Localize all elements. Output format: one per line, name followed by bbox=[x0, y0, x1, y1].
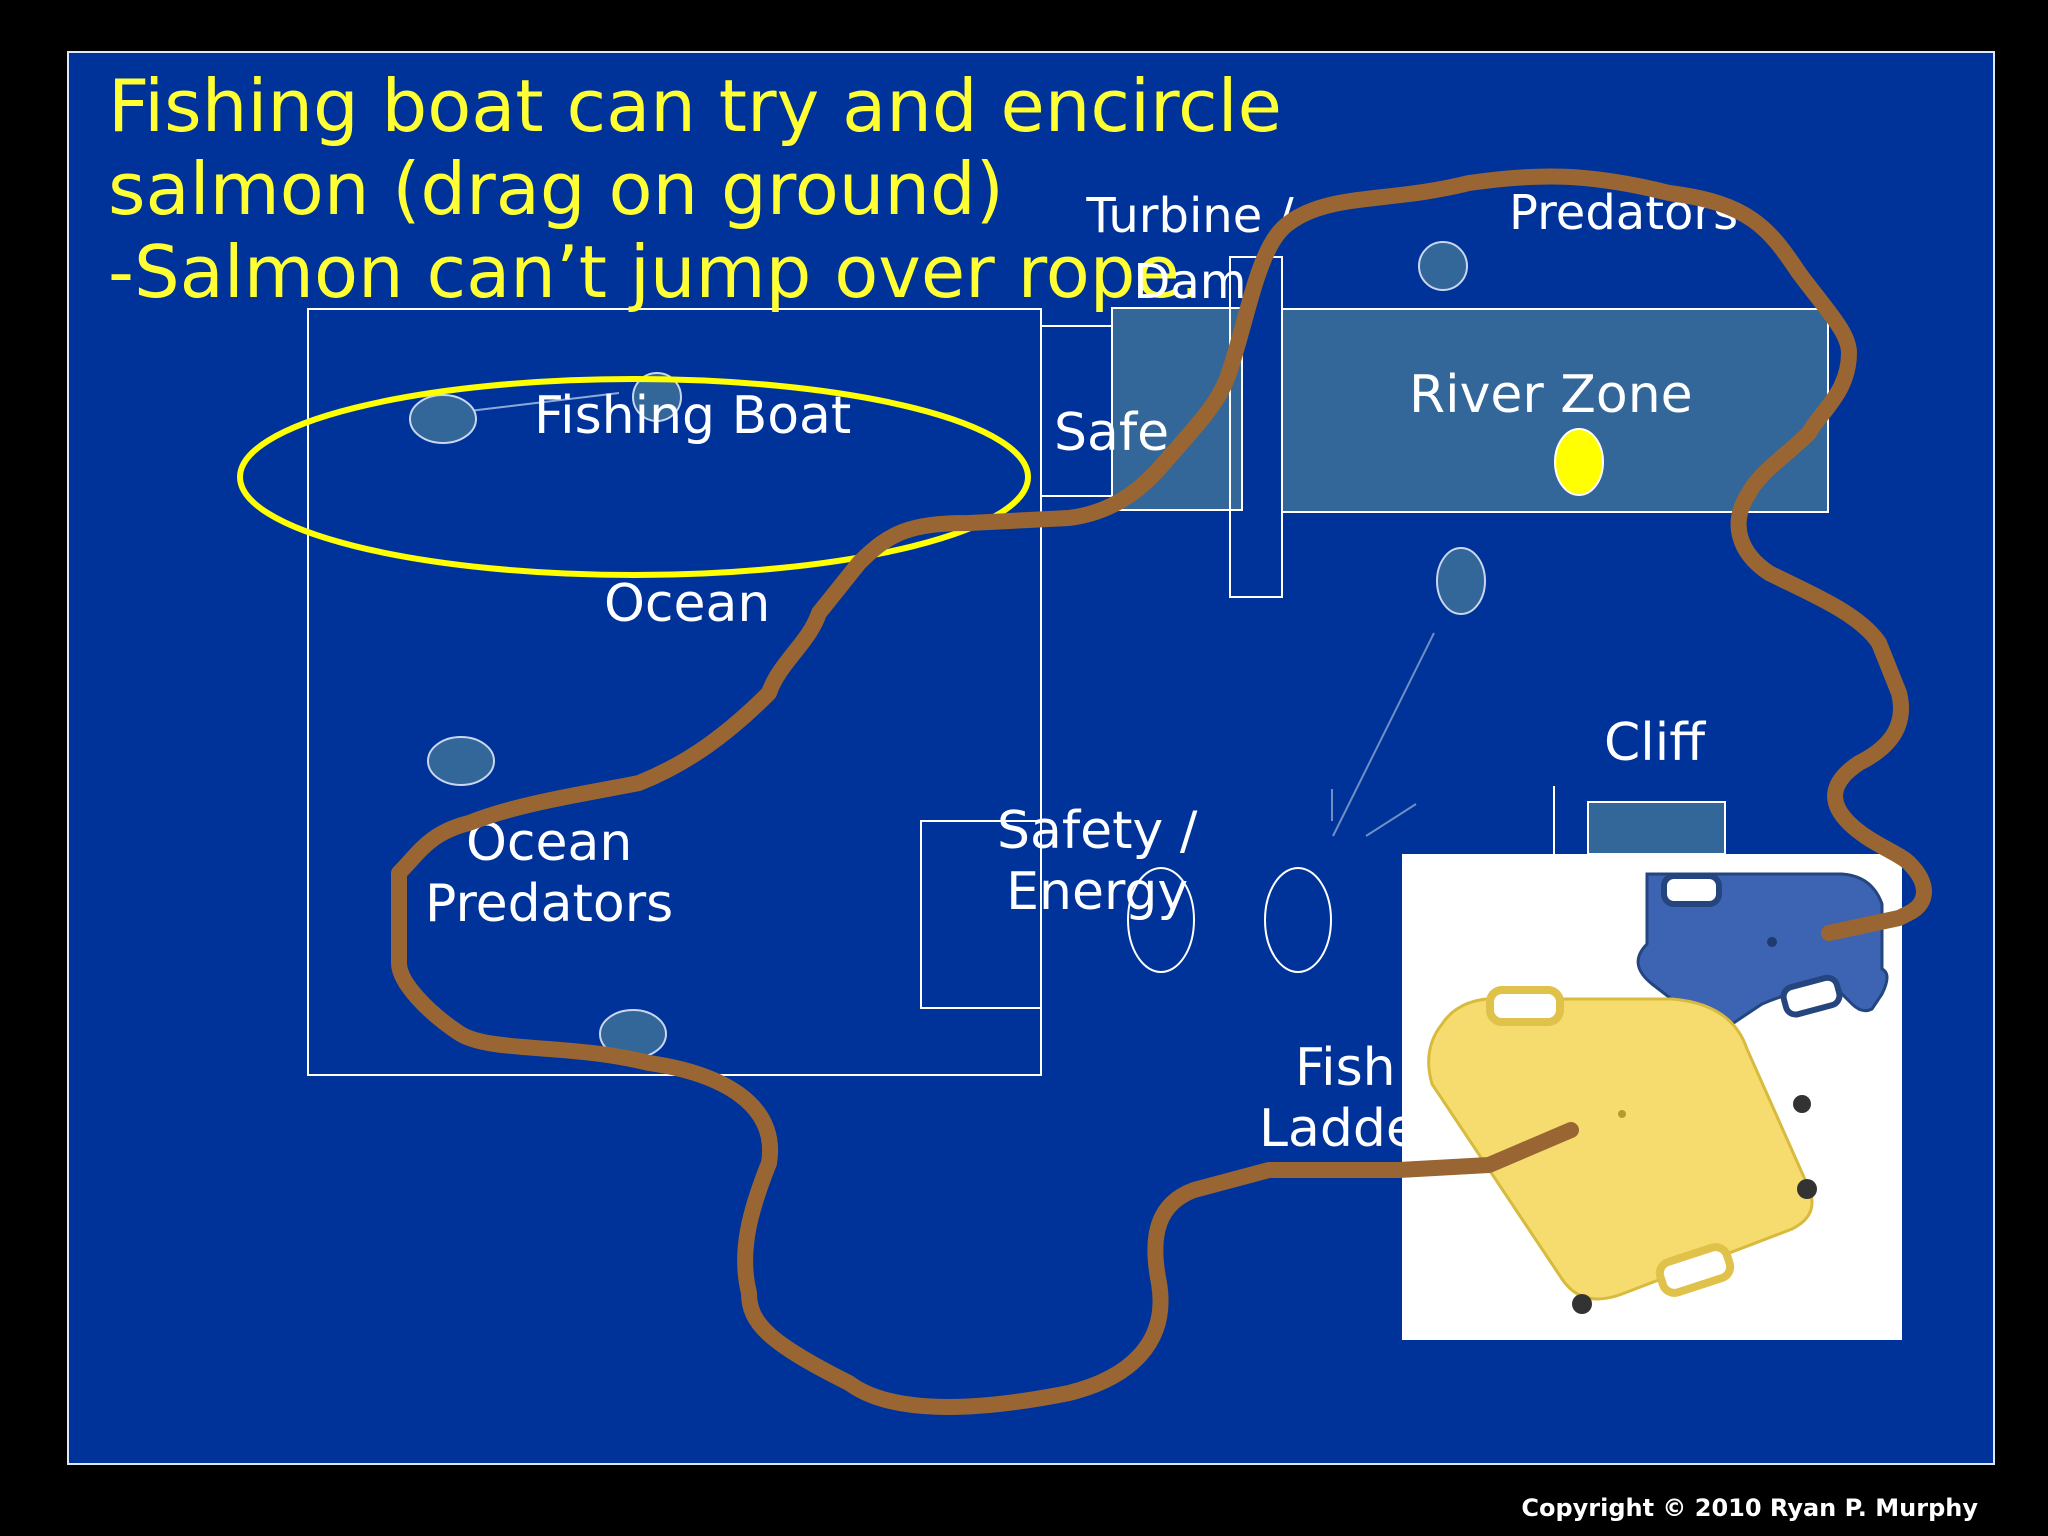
yellow-scooter-board bbox=[1427, 996, 1814, 1301]
caster-wheel bbox=[1797, 1179, 1817, 1199]
headline-line: Fishing boat can try and encircle bbox=[108, 64, 1282, 148]
slide-headline: Fishing boat can try and encircle salmon… bbox=[108, 65, 1508, 314]
salmon-marker bbox=[1554, 428, 1604, 496]
river-zone-label: River Zone bbox=[1409, 365, 1693, 425]
safety-energy-label: Safety / Energy bbox=[997, 801, 1197, 923]
safety-energy-line: Safety / bbox=[997, 801, 1198, 861]
caster-wheel bbox=[1572, 1294, 1592, 1314]
player-marker bbox=[427, 736, 495, 786]
caster-wheel bbox=[1793, 1095, 1811, 1113]
ocean-predators-line: Ocean bbox=[465, 813, 633, 873]
ladder-line bbox=[1365, 803, 1417, 837]
player-marker bbox=[1436, 547, 1486, 615]
headline-line: -Salmon can’t jump over rope. bbox=[108, 230, 1203, 314]
copyright-notice: Copyright © 2010 Ryan P. Murphy bbox=[1521, 1494, 1978, 1522]
cliff-label: Cliff bbox=[1604, 713, 1706, 773]
scooter-board-illustration bbox=[1427, 872, 1889, 1314]
headline-line: salmon (drag on ground) bbox=[108, 147, 1004, 231]
ladder-line bbox=[1332, 632, 1435, 837]
cliff-block-rect bbox=[1587, 801, 1726, 855]
yellow-board-center bbox=[1618, 1110, 1626, 1118]
safe-label: Safe bbox=[1054, 403, 1170, 463]
slide-canvas: Fishing boat can try and encircle salmon… bbox=[67, 51, 1995, 1465]
player-marker bbox=[409, 394, 477, 444]
player-marker bbox=[599, 1009, 667, 1059]
scooter-board-photo bbox=[1402, 854, 1902, 1340]
blue-board-center bbox=[1767, 937, 1777, 947]
ocean-predators-label: Ocean Predators bbox=[425, 813, 673, 935]
station-outline bbox=[1264, 867, 1332, 973]
safety-energy-line: Energy bbox=[1006, 862, 1189, 922]
blue-board-handle bbox=[1661, 873, 1722, 907]
turbine-dam-label: Turbine / Dam bbox=[1086, 188, 1294, 310]
fishing-boat-label: Fishing Boat bbox=[534, 386, 852, 446]
ocean-label: Ocean bbox=[604, 574, 771, 634]
yellow-board-handle bbox=[1486, 986, 1564, 1026]
predators-label: Predators bbox=[1509, 185, 1739, 241]
ocean-predators-line: Predators bbox=[425, 874, 674, 934]
